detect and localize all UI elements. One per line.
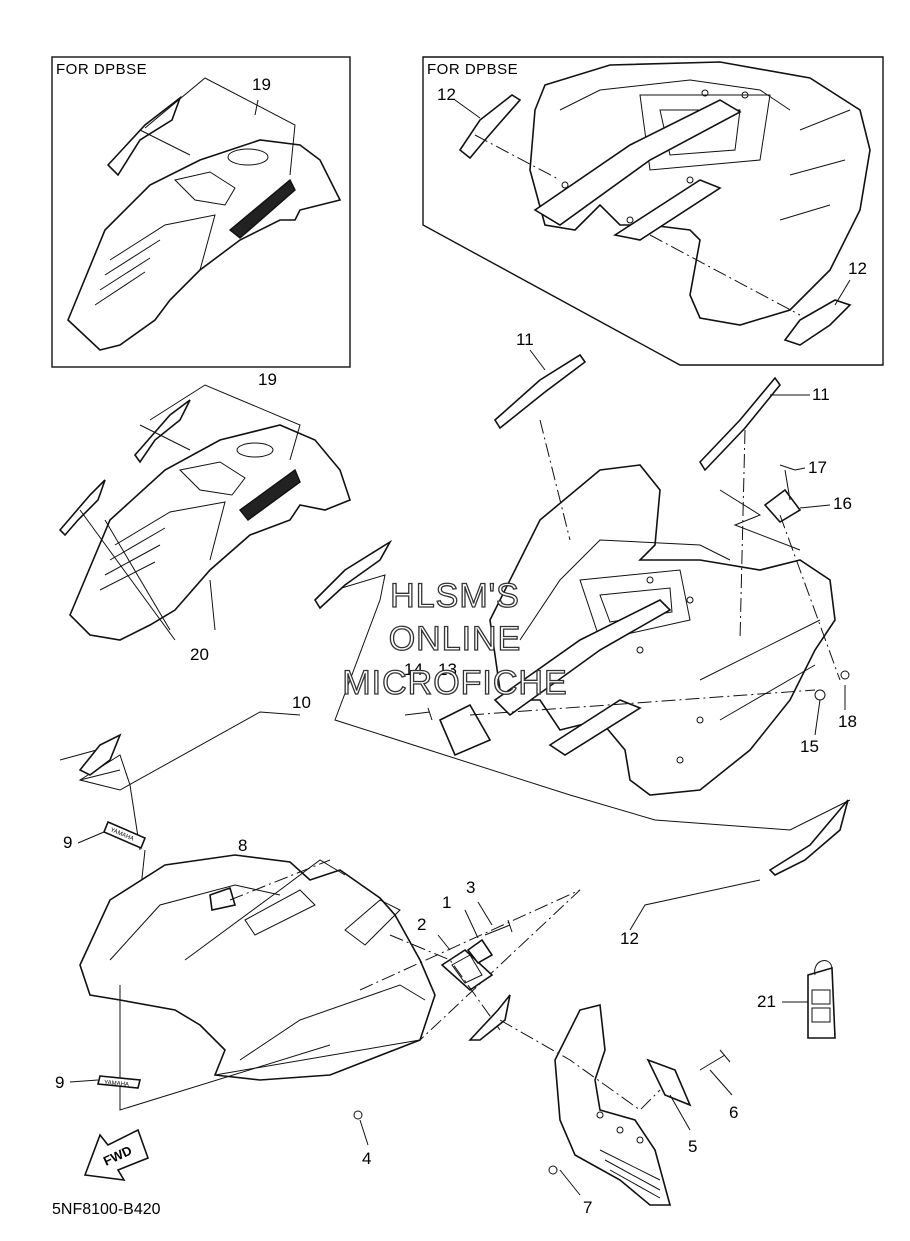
- watermark-line-1: HLSM'S: [390, 577, 520, 615]
- front-fender-small: [58, 384, 351, 641]
- callout-17: 17: [808, 458, 827, 477]
- callout-3: 3: [466, 878, 475, 897]
- inset-box-left-label: FOR DPBSE: [56, 61, 147, 78]
- watermark-line-3: MICROFICHE: [342, 664, 567, 702]
- callout-15: 15: [800, 737, 819, 756]
- emblem-upper: YAMAHA: [102, 820, 147, 850]
- front-fender-large: [59, 733, 581, 1111]
- callout-7: 7: [583, 1198, 592, 1217]
- callout-10: 10: [292, 693, 311, 712]
- clip-4: [353, 1110, 363, 1120]
- inset-box-right-label: FOR DPBSE: [427, 61, 518, 78]
- emblem-lower-text: YAMAHA: [104, 1080, 129, 1088]
- callout-12a: 12: [437, 85, 456, 104]
- bracket-1-2-3: [389, 901, 513, 1041]
- callout-13: 13: [438, 660, 457, 679]
- callout-19b: 19: [258, 370, 277, 389]
- callout-2: 2: [417, 915, 426, 934]
- inset-box-right: FOR DPBSE: [422, 56, 884, 366]
- callout-1: 1: [442, 893, 451, 912]
- callout-9a: 9: [63, 833, 72, 852]
- callout-19a: 19: [252, 75, 271, 94]
- callout-4: 4: [362, 1149, 371, 1168]
- callout-12c: 12: [620, 929, 639, 948]
- callout-11a: 11: [516, 330, 534, 349]
- callout-14: 14: [404, 660, 423, 679]
- callout-20: 20: [190, 645, 209, 664]
- callout-6: 6: [729, 1103, 738, 1122]
- watermark-line-2: ONLINE: [389, 620, 522, 658]
- warning-tag-21: [807, 960, 836, 1039]
- callout-8: 8: [238, 836, 247, 855]
- callout-5: 5: [688, 1137, 697, 1156]
- diagram-code: 5NF8100-B420: [52, 1201, 161, 1218]
- callout-21: 21: [757, 992, 776, 1011]
- watermark: HLSM'S ONLINE MICROFICHE: [342, 576, 568, 702]
- fwd-arrow: FWD: [83, 1128, 150, 1182]
- mud-flap: [499, 1004, 733, 1206]
- inset-box-left: FOR DPBSE: [51, 56, 351, 368]
- callout-12b: 12: [848, 259, 867, 278]
- callout-16: 16: [833, 494, 852, 513]
- callout-9b: 9: [55, 1073, 64, 1092]
- callout-11b: 11: [812, 385, 830, 404]
- main-rear-fender: [313, 353, 851, 876]
- emblem-lower: YAMAHA: [96, 1075, 142, 1089]
- callout-18: 18: [838, 712, 857, 731]
